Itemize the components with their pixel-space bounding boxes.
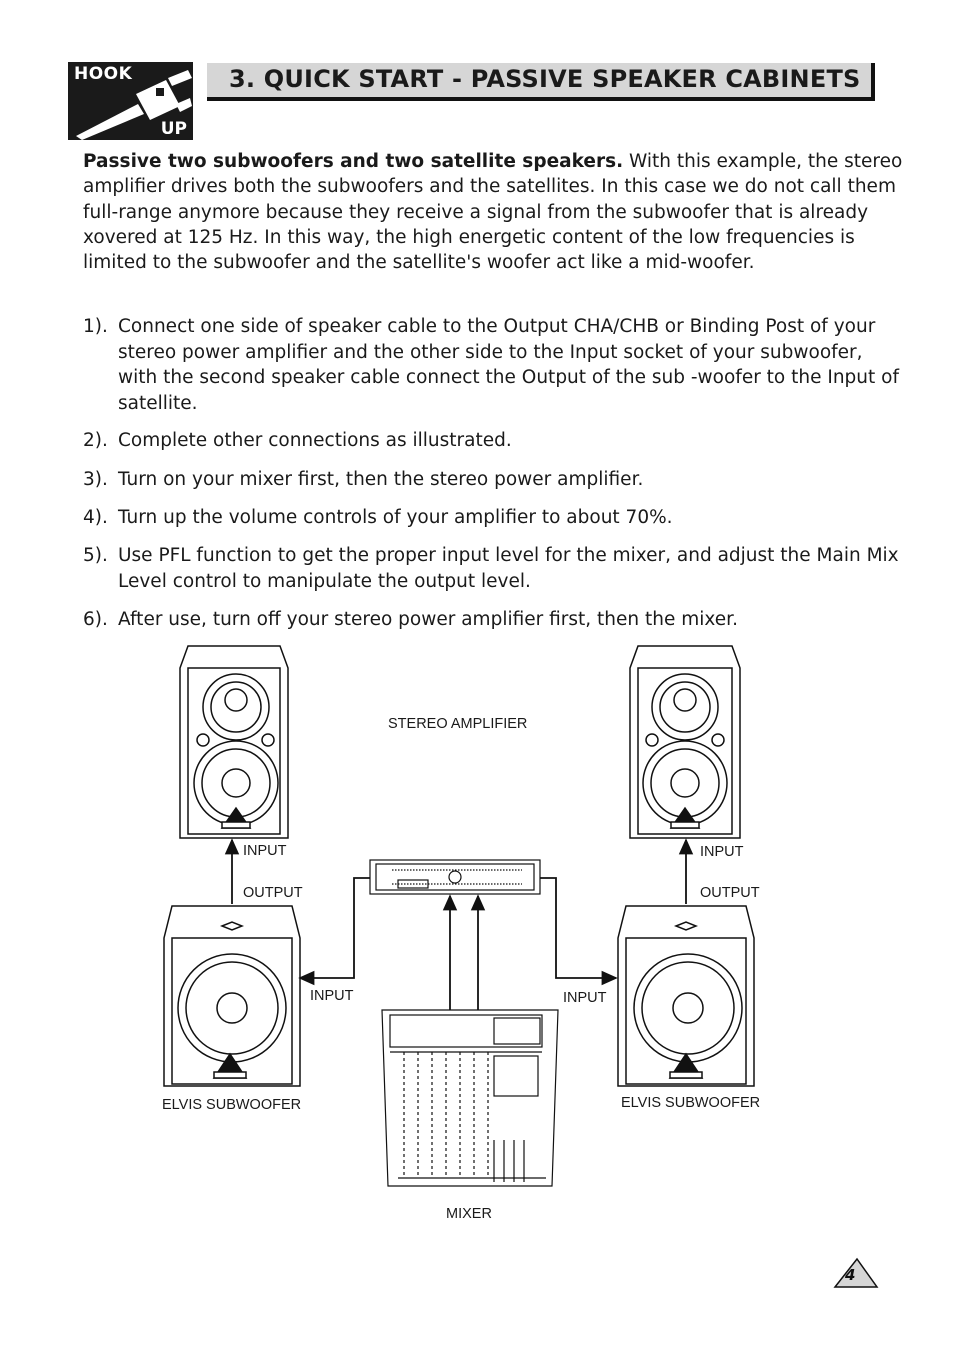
mixer-icon <box>381 1009 559 1187</box>
left-subwoofer-output-label: OUTPUT <box>243 885 303 901</box>
hook-up-badge: HOOK UP <box>68 62 193 140</box>
connection-lines <box>224 838 694 1010</box>
step-number: 5). <box>83 545 108 566</box>
badge-up-text: UP <box>160 119 187 139</box>
left-satellite-input-label: INPUT <box>243 843 287 859</box>
page-number: 4 <box>845 1266 856 1284</box>
mixer-label: MIXER <box>446 1206 492 1222</box>
left-subwoofer-label: ELVIS SUBWOOFER <box>162 1097 302 1113</box>
step-text: Use PFL function to get the proper input… <box>118 545 899 592</box>
right-subwoofer-input-label: INPUT <box>563 990 607 1006</box>
step-item: 5). Use PFL function to get the proper i… <box>83 543 903 594</box>
intro-paragraph: Passive two subwoofers and two satellite… <box>83 149 903 275</box>
step-text: Complete other connections as illustrate… <box>118 430 512 451</box>
badge-hook-text: HOOK <box>74 64 133 84</box>
right-satellite-input-label: INPUT <box>700 844 744 860</box>
left-satellite-speaker-icon <box>179 645 289 839</box>
step-number: 4). <box>83 507 108 528</box>
step-text: Turn on your mixer first, then the stere… <box>118 469 644 490</box>
step-item: 1). Connect one side of speaker cable to… <box>83 314 903 416</box>
step-number: 3). <box>83 469 108 490</box>
stereo-amplifier-icon <box>369 859 541 895</box>
right-subwoofer-label: ELVIS SUBWOOFER <box>621 1095 761 1111</box>
step-text: Turn up the volume controls of your ampl… <box>118 507 673 528</box>
page-title: 3. QUICK START - PASSIVE SPEAKER CABINET… <box>229 65 861 93</box>
section-title-bar: 3. QUICK START - PASSIVE SPEAKER CABINET… <box>207 63 875 101</box>
step-number: 1). <box>83 316 108 337</box>
left-subwoofer-icon <box>163 905 301 1087</box>
left-subwoofer-input-label: INPUT <box>310 988 354 1004</box>
right-satellite-speaker-icon <box>629 645 741 839</box>
step-item: 4). Turn up the volume controls of your … <box>83 505 903 531</box>
step-item: 2). Complete other connections as illust… <box>83 428 903 454</box>
step-item: 6). After use, turn off your stereo powe… <box>83 607 903 633</box>
intro-lead: Passive two subwoofers and two satellite… <box>83 151 624 172</box>
amplifier-label: STEREO AMPLIFIER <box>388 716 528 732</box>
step-item: 3). Turn on your mixer first, then the s… <box>83 467 903 493</box>
connector-plug-icon <box>76 70 192 140</box>
step-text: Connect one side of speaker cable to the… <box>118 316 899 414</box>
step-text: After use, turn off your stereo power am… <box>118 609 738 630</box>
step-number: 6). <box>83 609 108 630</box>
step-number: 2). <box>83 430 108 451</box>
right-subwoofer-icon <box>617 905 755 1087</box>
page-number-triangle-icon <box>833 1257 879 1288</box>
right-subwoofer-output-label: OUTPUT <box>700 885 760 901</box>
intro-body: With this example, the stereo amplifier … <box>83 151 903 274</box>
